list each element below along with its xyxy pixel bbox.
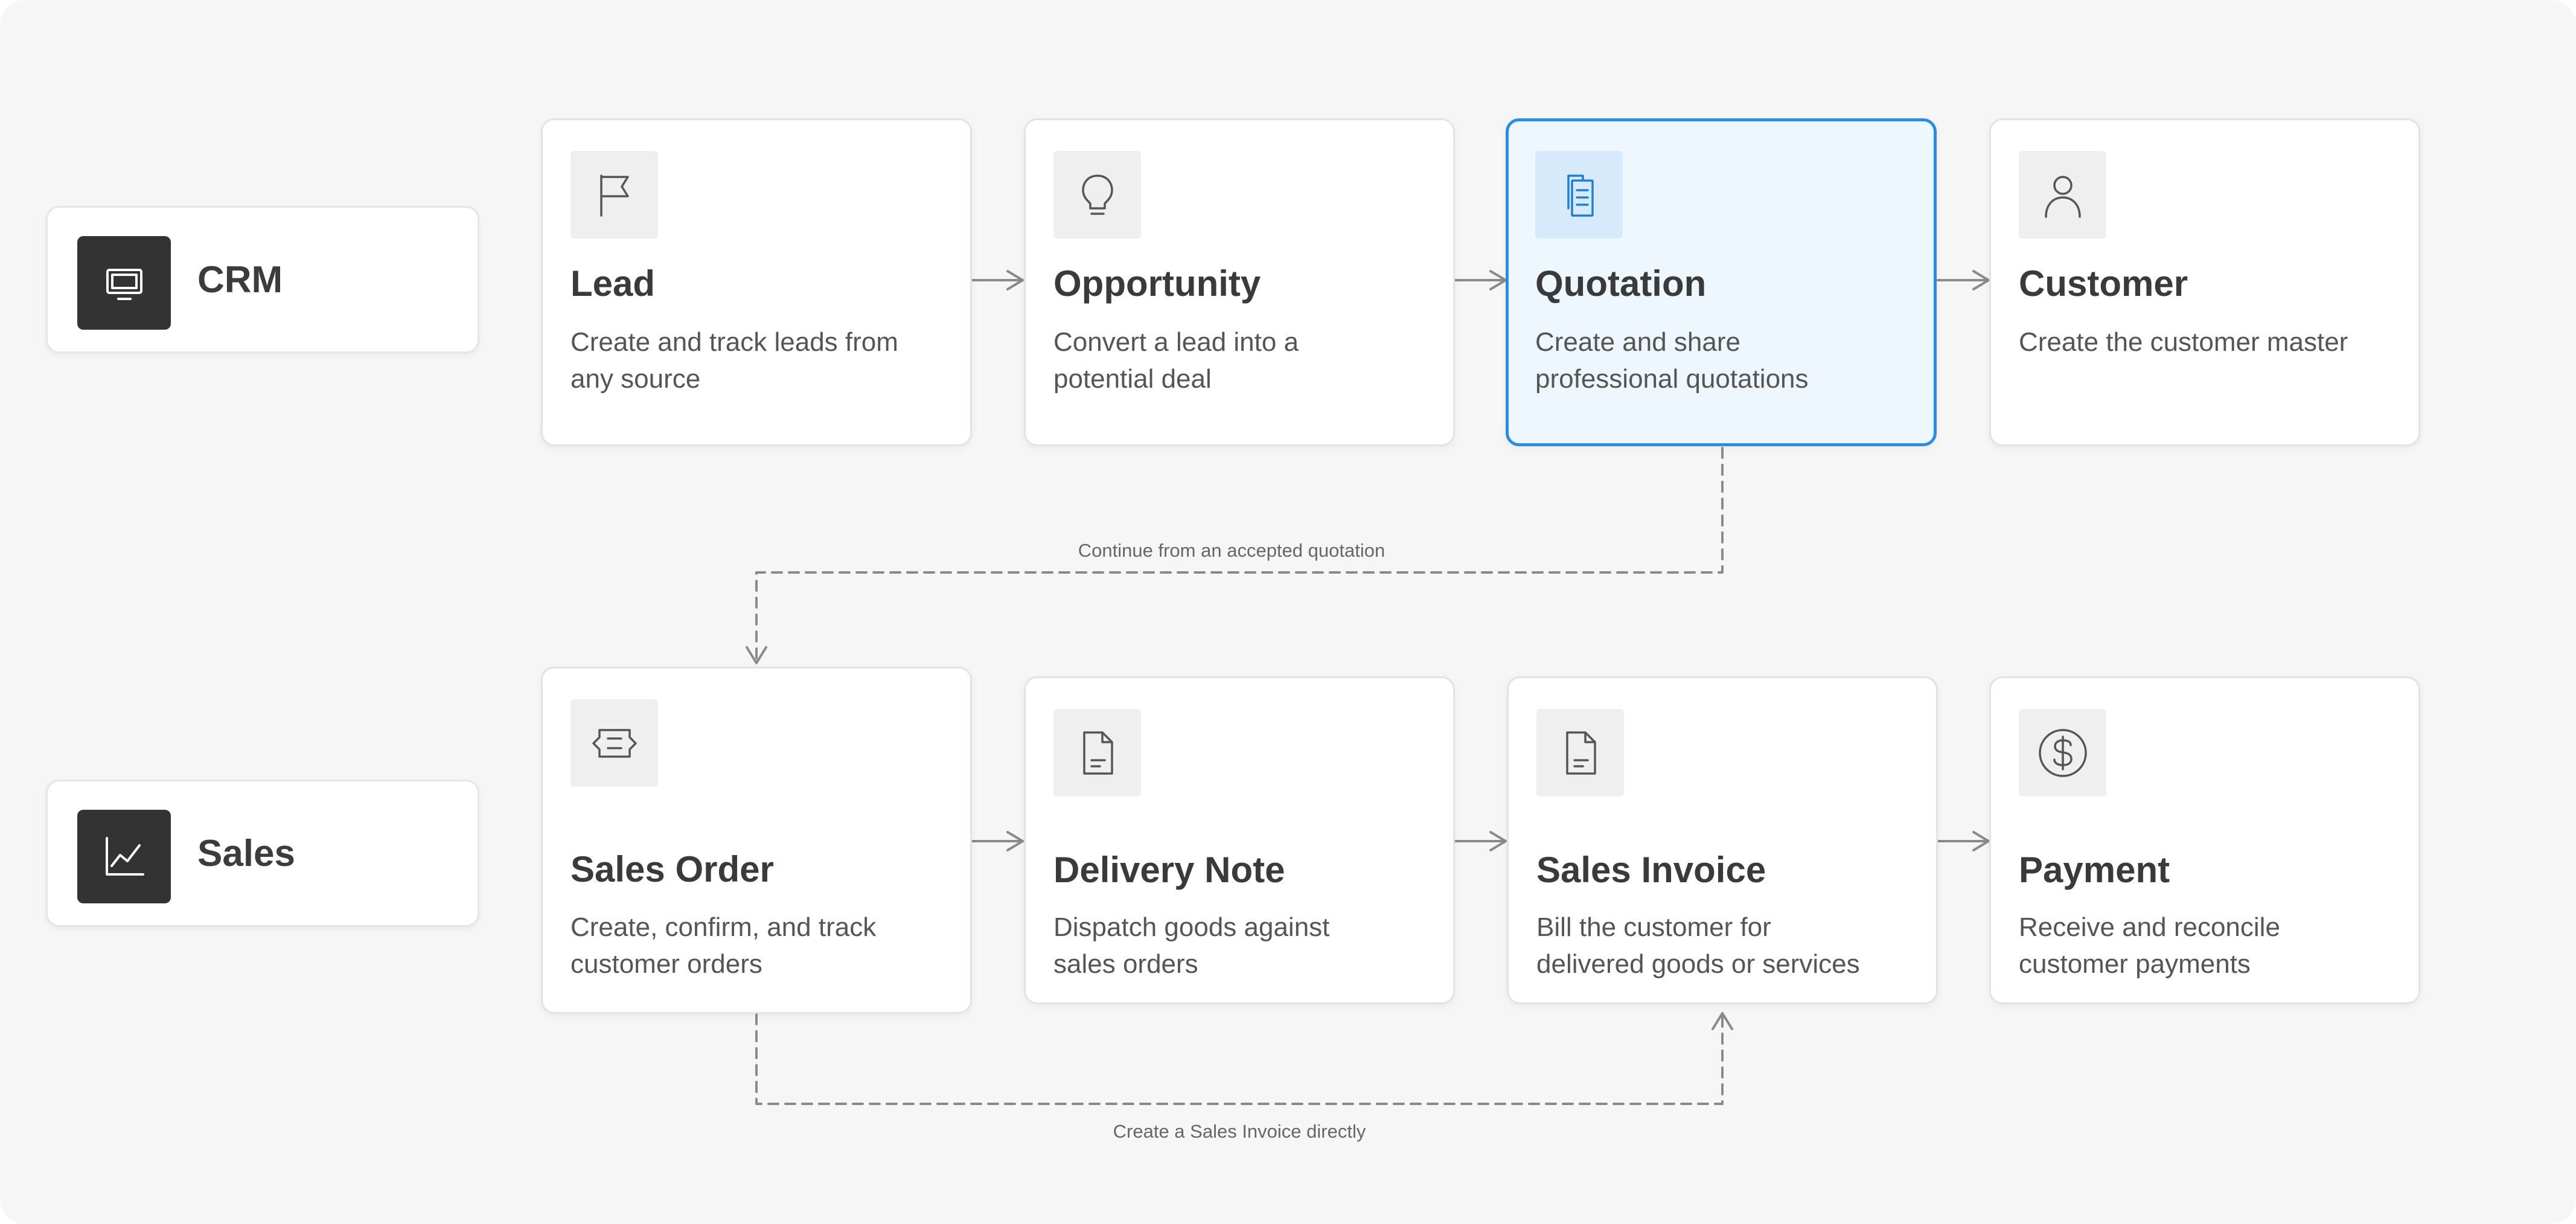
card-description: Bill the customer for delivered goods or… [1536, 912, 1860, 979]
arrow-delivery-note-to-sales-invoice [1454, 831, 1507, 851]
module-label: CRM [197, 258, 283, 301]
card-title: Lead [570, 263, 656, 304]
card-title: Customer [2019, 263, 2188, 304]
module-sales[interactable]: Sales [46, 780, 479, 927]
document-icon [1535, 151, 1623, 239]
card-description: Create and share professional quotations [1535, 327, 1809, 394]
card-title: Delivery Note [1053, 850, 1285, 890]
monitor-icon [77, 236, 171, 330]
order-icon [570, 699, 658, 787]
user-icon [2019, 151, 2106, 239]
flag-icon [570, 151, 658, 239]
card-description: Create and track leads from any source [570, 327, 898, 394]
arrow-sales-invoice-to-payment [1937, 831, 1990, 851]
link-label-sales-order-to-sales-invoice: Create a Sales Invoice directly [1113, 1121, 1366, 1142]
lightbulb-icon [1053, 151, 1141, 239]
card-sales-order[interactable]: Sales Order Create, confirm, and track c… [541, 667, 972, 1014]
dollar-icon [2019, 709, 2106, 796]
dashed-link-quotation-to-sales-order [746, 447, 1724, 664]
file-icon [1536, 709, 1624, 796]
arrow-lead-to-opportunity [971, 270, 1024, 290]
card-description: Receive and reconcile customer payments [2019, 912, 2280, 979]
card-lead[interactable]: Lead Create and track leads from any sou… [541, 118, 972, 446]
arrow-opportunity-to-quotation [1454, 270, 1507, 290]
card-description: Dispatch goods against sales orders [1053, 912, 1330, 979]
card-delivery-note[interactable]: Delivery Note Dispatch goods against sal… [1024, 676, 1455, 1004]
card-quotation[interactable]: Quotation Create and share professional … [1506, 118, 1937, 446]
card-title: Sales Invoice [1536, 850, 1766, 890]
card-title: Quotation [1535, 263, 1707, 304]
card-customer[interactable]: Customer Create the customer master [1989, 118, 2420, 446]
file-icon [1053, 709, 1141, 796]
card-description: Convert a lead into a potential deal [1053, 327, 1299, 394]
card-description: Create, confirm, and track customer orde… [570, 912, 877, 979]
arrow-sales-order-to-delivery-note [971, 831, 1024, 851]
card-title: Payment [2019, 850, 2170, 890]
module-crm[interactable]: CRM [46, 206, 479, 353]
arrow-quotation-to-customer [1937, 270, 1990, 290]
link-label-quotation-to-sales-order: Continue from an accepted quotation [1078, 540, 1385, 561]
card-sales-invoice[interactable]: Sales Invoice Bill the customer for deli… [1507, 676, 1938, 1004]
card-title: Opportunity [1053, 263, 1261, 304]
module-label: Sales [197, 832, 296, 874]
dashed-link-sales-order-to-sales-invoice [755, 1012, 1733, 1105]
card-description: Create the customer master [2019, 327, 2348, 357]
line-chart-icon [77, 810, 171, 903]
card-title: Sales Order [570, 849, 774, 889]
card-payment[interactable]: Payment Receive and reconcile customer p… [1989, 676, 2420, 1004]
card-opportunity[interactable]: Opportunity Convert a lead into a potent… [1024, 118, 1455, 446]
